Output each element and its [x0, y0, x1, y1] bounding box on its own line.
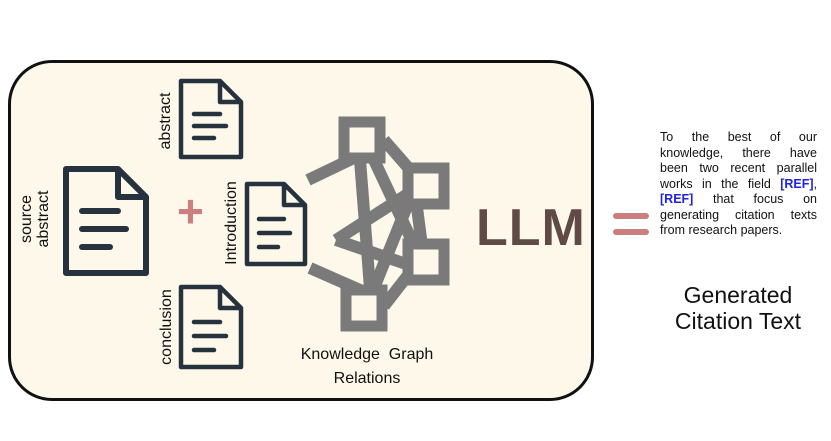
abstract-document-icon	[178, 78, 244, 160]
conclusion-label: conclusion	[158, 289, 175, 365]
ref-marker: [REF]	[660, 192, 694, 206]
knowledge-graph-label: Knowledge Graph Relations	[300, 346, 434, 387]
plus-sign: +	[177, 185, 204, 237]
source-abstract-label: source abstract	[18, 190, 52, 248]
llm-label: LLM	[476, 199, 586, 257]
generated-citation-text: To the best of our knowledge, there have…	[660, 130, 817, 237]
ref-marker: [REF]	[780, 176, 814, 191]
source-document-icon	[63, 166, 149, 276]
knowledge-graph-icon	[305, 116, 450, 332]
conclusion-document-icon	[178, 284, 244, 370]
introduction-document-icon	[244, 181, 308, 267]
abstract-label: abstract	[157, 92, 174, 150]
introduction-label: Introduction	[223, 181, 240, 265]
generated-citation-title: Generated Citation Text	[674, 282, 802, 334]
equals-sign	[613, 213, 649, 245]
